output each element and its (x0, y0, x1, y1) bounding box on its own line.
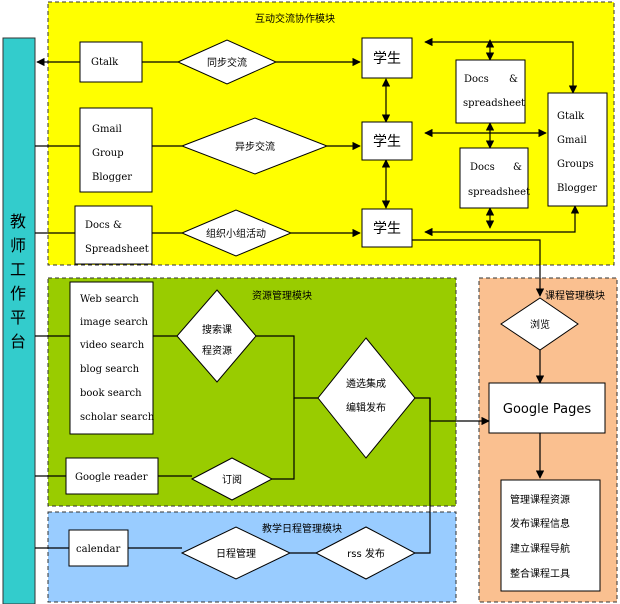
subscribe-diamond: 订阅 (190, 457, 274, 501)
student-box-1: 学生 (361, 37, 413, 79)
subscribe-label: 订阅 (222, 473, 242, 486)
platform-char: 台 (10, 332, 26, 351)
gmail-group-blogger-box: Gmail Group Blogger (79, 107, 153, 193)
gtalk-label: Gtalk (91, 57, 119, 68)
docs-spreadsheet-box-left: Docs & Spreadsheet (74, 205, 153, 265)
select-line1: 遴选集成 (346, 377, 386, 390)
teacher-platform-label: 教 师 工 作 平 台 (10, 212, 26, 351)
search-image: image search (80, 317, 149, 328)
browse-diamond: 浏览 (500, 297, 579, 351)
async-label: 异步交流 (235, 140, 275, 153)
search-video: video search (79, 340, 145, 351)
docs-bottom-amp: & (513, 162, 522, 173)
student-label: 学生 (373, 134, 401, 150)
student-box-3: 学生 (361, 208, 413, 248)
student-label: 学生 (373, 221, 401, 237)
search-resources-diamond: 搜索课 程资源 (176, 289, 257, 383)
platform-char: 工 (10, 260, 26, 279)
docs-left-line1: Docs & (85, 220, 122, 231)
right-tool-blogger: Blogger (557, 183, 597, 194)
sync-label: 同步交流 (207, 56, 247, 69)
select-line2: 编辑发布 (346, 401, 386, 414)
right-tool-gmail: Gmail (557, 135, 587, 146)
gtalk-box: Gtalk (79, 41, 143, 83)
platform-char: 作 (10, 284, 26, 303)
search-resources-line1: 搜索课 (202, 323, 232, 336)
teacher-platform-bar (2, 37, 36, 604)
browse-label: 浏览 (530, 318, 550, 331)
search-blog: blog search (80, 364, 140, 375)
schedule-label: 日程管理 (216, 547, 256, 560)
select-integrate-diamond: 遴选集成 编辑发布 (317, 337, 416, 459)
calendar-module-title: 教学日程管理模块 (262, 522, 342, 535)
function-publish: 发布课程信息 (510, 517, 570, 530)
connectors (35, 37, 580, 554)
search-list-box: Web search image search video search blo… (69, 281, 155, 435)
function-manage: 管理课程资源 (510, 493, 570, 506)
course-module-title: 课程管理模块 (545, 289, 605, 302)
async-diamond: 异步交流 (180, 117, 329, 175)
calendar-label: calendar (76, 544, 120, 555)
docs-spreadsheet-box-top: Docs & spreadsheet (455, 59, 526, 124)
search-resources-line2: 程资源 (202, 344, 232, 357)
right-tool-gtalk: Gtalk (557, 111, 585, 122)
docs-spreadsheet-box-bottom: Docs & spreadsheet (459, 147, 530, 209)
function-integrate: 整合课程工具 (510, 567, 570, 580)
docs-top-word: Docs (464, 74, 489, 85)
google-pages-box: Google Pages (488, 382, 606, 434)
course-functions-box: 管理课程资源 发布课程信息 建立课程导航 整合课程工具 (500, 479, 601, 592)
docs-bottom-sheet: spreadsheet (468, 187, 530, 198)
platform-char: 师 (10, 236, 26, 255)
function-nav: 建立课程导航 (510, 542, 570, 555)
resource-module-title: 资源管理模块 (252, 289, 312, 302)
group-activity-diamond: 组织小组活动 (180, 209, 293, 257)
student-box-2: 学生 (361, 121, 413, 161)
student-label: 学生 (373, 51, 401, 67)
google-pages-label: Google Pages (503, 402, 591, 417)
right-tools-box: Gtalk Gmail Groups Blogger (547, 92, 608, 207)
sync-diamond: 同步交流 (176, 39, 278, 85)
docs-bottom-word: Docs (470, 162, 495, 173)
docs-top-amp: & (509, 74, 518, 85)
platform-char: 平 (10, 308, 26, 327)
docs-top-sheet: spreadsheet (463, 98, 525, 109)
right-tool-groups: Groups (557, 159, 594, 170)
platform-char: 教 (10, 212, 26, 231)
docs-left-line2: Spreadsheet (85, 244, 149, 255)
interaction-module-title: 互动交流协作模块 (255, 12, 335, 25)
search-web: Web search (80, 294, 139, 305)
google-reader-box: Google reader (65, 457, 159, 495)
search-book: book search (80, 388, 142, 399)
async-tool-blogger: Blogger (92, 172, 132, 183)
calendar-box: calendar (68, 529, 129, 567)
async-tool-group: Group (92, 148, 124, 159)
rss-label: rss 发布 (347, 547, 385, 560)
rss-diamond: rss 发布 (314, 526, 417, 580)
schedule-diamond: 日程管理 (180, 526, 292, 580)
search-scholar: scholar search (80, 412, 155, 423)
google-reader-label: Google reader (75, 472, 148, 483)
group-activity-label: 组织小组活动 (206, 227, 266, 240)
async-tool-gmail: Gmail (92, 124, 122, 135)
